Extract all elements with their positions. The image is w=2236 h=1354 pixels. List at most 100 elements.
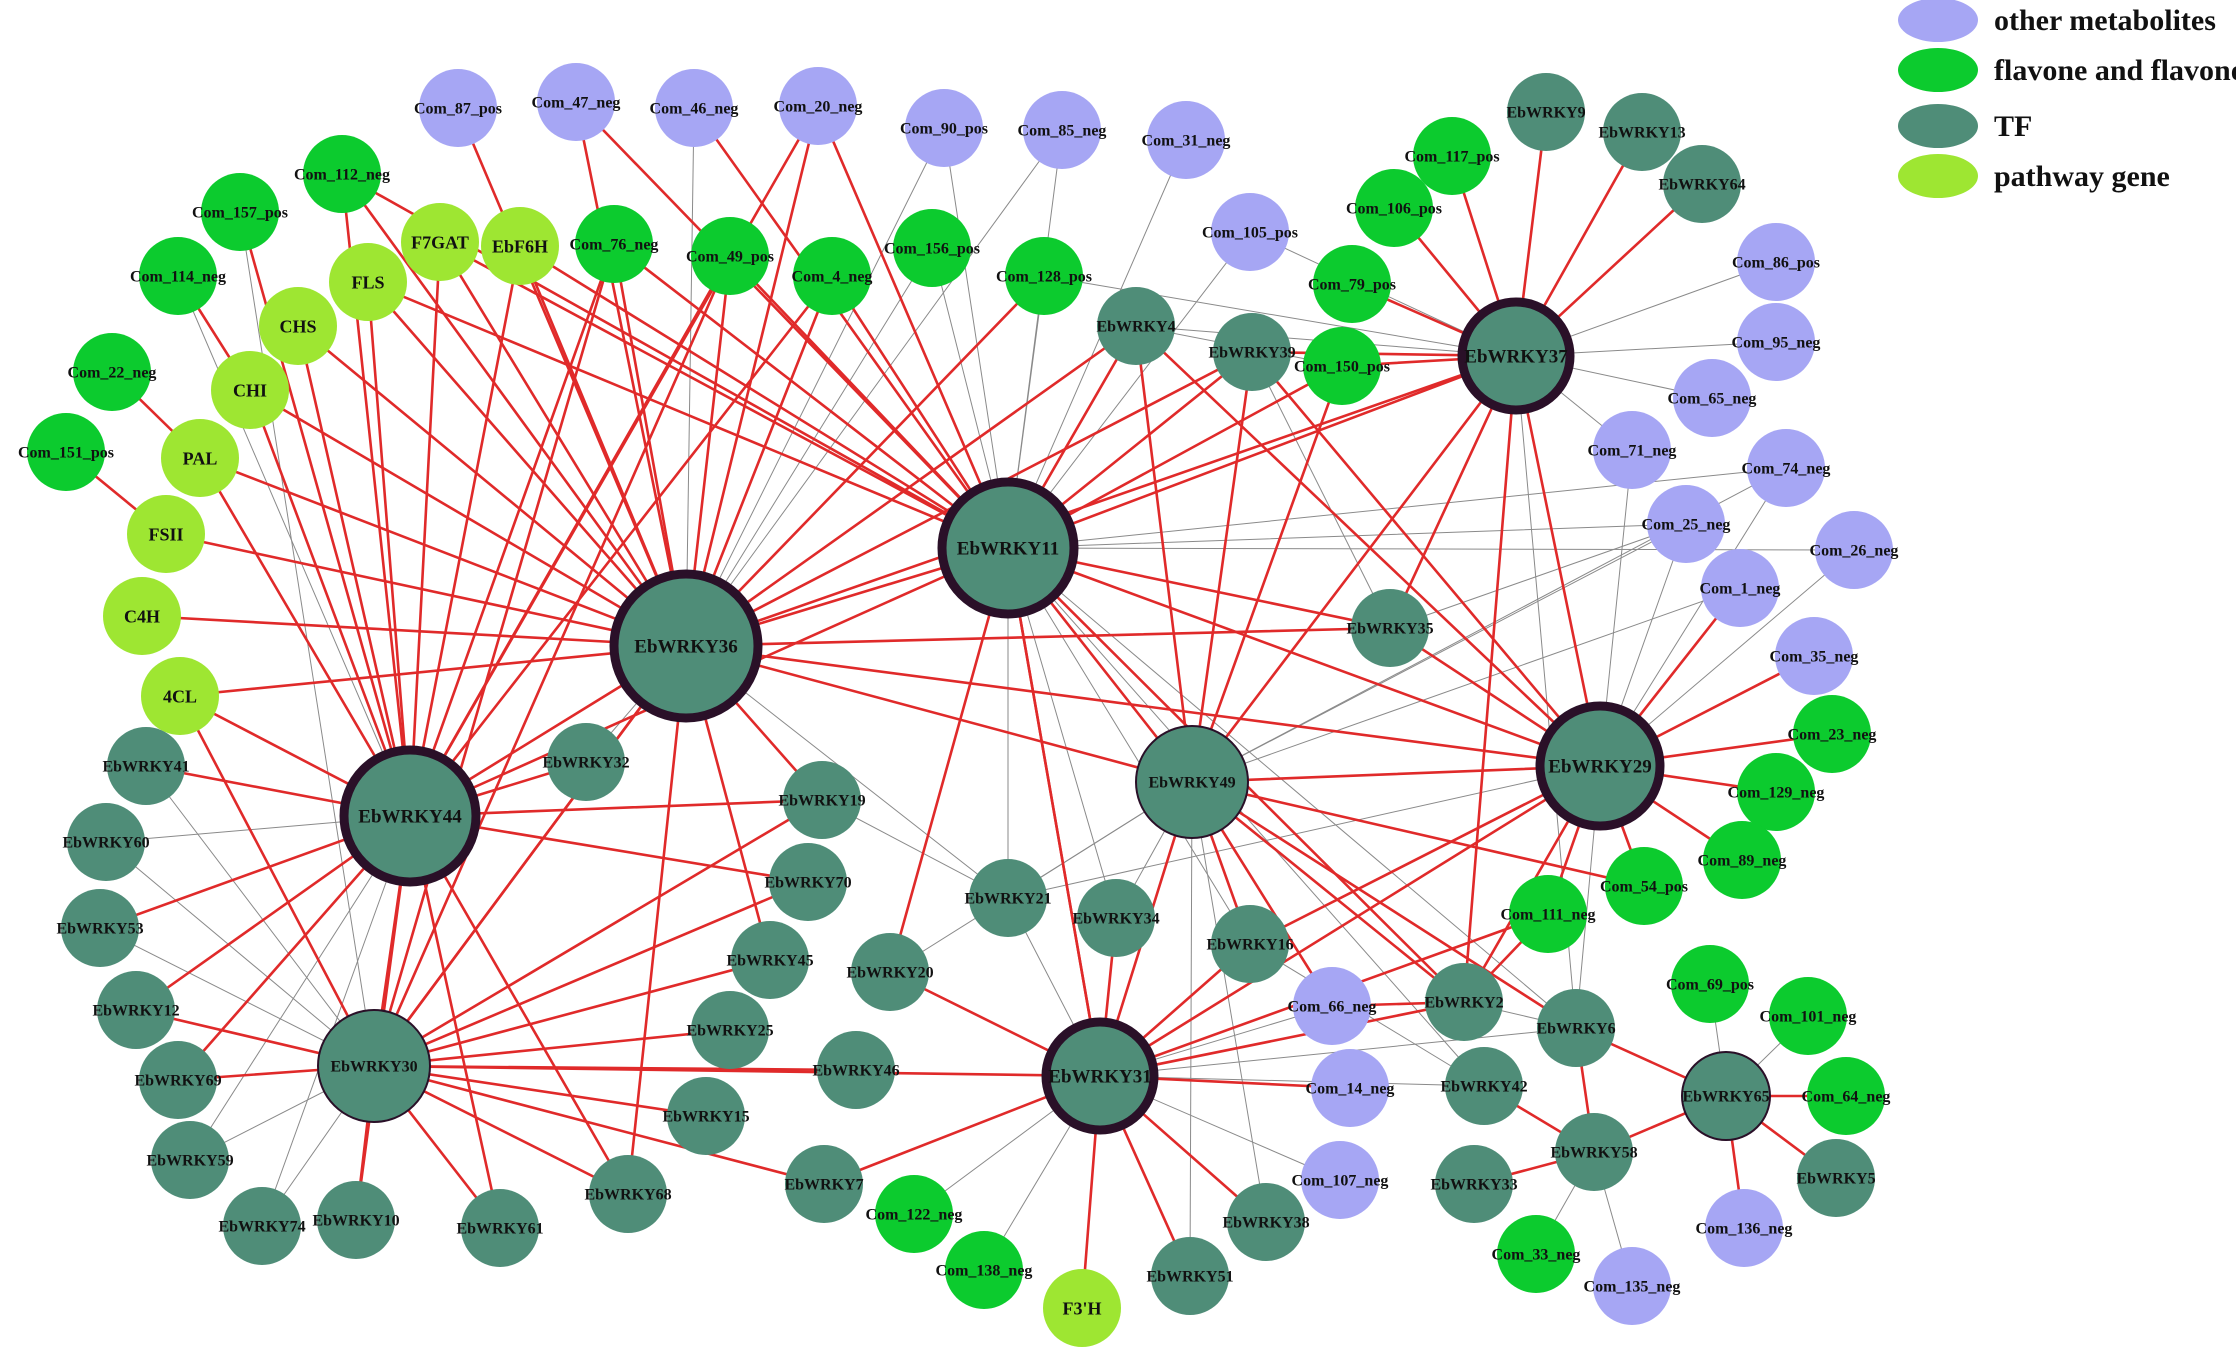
node-circle	[1673, 359, 1751, 437]
node-com-117-pos: Com_117_pos	[1404, 117, 1500, 195]
node-circle	[67, 803, 145, 881]
node-circle	[547, 723, 625, 801]
node-label: EbWRKY33	[1430, 1177, 1517, 1194]
node-ebwrky65: EbWRKY65	[1681, 1051, 1771, 1141]
node-com-49-pos: Com_49_pos	[686, 217, 774, 295]
node-circle	[1211, 193, 1289, 271]
node-circle	[731, 921, 809, 999]
red-edge-ebwrky44-fls	[366, 280, 412, 818]
node-ebwrky49: EbWRKY49	[1135, 725, 1249, 839]
node-circle	[1671, 945, 1749, 1023]
red-edge-ebwrky11-com-46-neg	[692, 106, 1010, 550]
node-circle	[1509, 875, 1587, 953]
red-edge-ebwrky11-com-20-neg	[816, 104, 1010, 550]
node-circle	[329, 243, 407, 321]
node-circle	[1807, 1057, 1885, 1135]
node-com-22-neg: Com_22_neg	[68, 333, 156, 411]
node-ebwrky37: EbWRKY37	[1457, 297, 1575, 415]
node-label: Com_69_pos	[1666, 977, 1754, 994]
node-ebwrky30: EbWRKY30	[317, 1009, 431, 1123]
node-circle	[783, 761, 861, 839]
node-ebwrky45: EbWRKY45	[726, 921, 814, 999]
node-circle	[691, 217, 769, 295]
node-ebwrky64: EbWRKY64	[1658, 145, 1746, 223]
node-label: EbWRKY10	[312, 1213, 399, 1230]
node-label: Com_136_neg	[1696, 1221, 1793, 1238]
red-edge-ebwrky37-ebwrky49	[1190, 354, 1518, 784]
node-com-65-neg: Com_65_neg	[1668, 359, 1756, 437]
node-circle	[259, 287, 337, 365]
grey-edge-ebwrky35-ebwrky39	[1251, 351, 1391, 629]
node-ebwrky36: EbWRKY36	[609, 569, 763, 723]
node-ebwrky25: EbWRKY25	[686, 991, 774, 1069]
node-label: Com_86_pos	[1732, 255, 1820, 272]
grey-edge-ebwrky44-ebwrky74	[261, 815, 411, 1227]
node-circle	[655, 69, 733, 147]
node-com-31-neg: Com_31_neg	[1142, 101, 1230, 179]
grey-edge-ebwrky11-com-25-neg	[1007, 523, 1687, 549]
node-circle	[1147, 101, 1225, 179]
node-ebwrky68: EbWRKY68	[584, 1155, 672, 1233]
node-com-20-neg: Com_20_neg	[774, 67, 862, 145]
node-circle	[103, 577, 181, 655]
red-edge-ebwrky30-ebwrky36	[372, 644, 688, 1068]
node-circle	[1537, 989, 1615, 1067]
grey-edge-ebwrky11-ebwrky16	[1007, 547, 1251, 945]
node-label: EbF6H	[492, 236, 548, 256]
node-label: CHS	[279, 316, 316, 336]
node-label: EbWRKY20	[846, 965, 933, 982]
red-edge-ebwrky49-ebwrky39	[1190, 350, 1254, 784]
node-fsii: FSII	[127, 495, 205, 573]
node-label: Com_111_neg	[1500, 907, 1595, 924]
node-circle	[1301, 1141, 1379, 1219]
node-label: Com_101_neg	[1760, 1009, 1857, 1026]
node-circle	[303, 135, 381, 213]
node-com-151-pos: Com_151_pos	[18, 413, 114, 491]
node-circle	[201, 173, 279, 251]
red-edge-ebwrky30-ebwrky19	[372, 798, 824, 1068]
node-label: Com_79_pos	[1308, 277, 1396, 294]
node-com-46-neg: Com_46_neg	[650, 69, 738, 147]
red-edge-ebwrky44-f7gat	[408, 240, 442, 818]
node-label: EbWRKY65	[1682, 1089, 1769, 1106]
node-ebwrky2: EbWRKY2	[1424, 963, 1504, 1041]
node-com-86-pos: Com_86_pos	[1732, 223, 1820, 301]
node-com-26-neg: Com_26_neg	[1810, 511, 1898, 589]
node-pal: PAL	[161, 419, 239, 497]
node-circle	[1705, 1189, 1783, 1267]
node-circle	[1041, 1017, 1159, 1135]
node-label: Com_128_pos	[996, 269, 1092, 286]
red-edge-ebwrky49-ebwrky4	[1134, 324, 1194, 784]
node-com-114-neg: Com_114_neg	[130, 237, 226, 315]
node-com-106-pos: Com_106_pos	[1346, 169, 1442, 247]
node-circle	[1135, 725, 1249, 839]
node-label: EbWRKY69	[134, 1073, 221, 1090]
node-ebwrky11: EbWRKY11	[937, 477, 1079, 619]
node-circle	[937, 477, 1079, 619]
node-com-35-neg: Com_35_neg	[1770, 617, 1858, 695]
node-label: Com_14_neg	[1306, 1081, 1395, 1098]
red-edge-ebwrky49-com-54-pos	[1190, 780, 1646, 888]
node-ebwrky4: EbWRKY4	[1096, 287, 1176, 365]
node-label: Com_33_neg	[1492, 1247, 1581, 1264]
node-label: EbWRKY16	[1206, 937, 1293, 954]
legend-item-flav: flavone and flavonol	[1898, 48, 2236, 92]
node-circle	[1425, 963, 1503, 1041]
node-circle	[161, 419, 239, 497]
red-edge-ebwrky30-ebwrky25	[372, 1028, 732, 1068]
node-label: Com_114_neg	[130, 269, 226, 286]
node-circle	[1815, 511, 1893, 589]
node-circle	[817, 1031, 895, 1109]
node-label: CHI	[233, 380, 267, 400]
node-label: Com_1_neg	[1700, 581, 1781, 598]
node-ebwrky46: EbWRKY46	[812, 1031, 900, 1109]
node-label: F7GAT	[411, 232, 469, 252]
node-com-85-neg: Com_85_neg	[1018, 91, 1106, 169]
node-label: EbWRKY2	[1424, 995, 1503, 1012]
node-circle	[141, 657, 219, 735]
node-label: Com_89_neg	[1698, 853, 1787, 870]
node-circle	[537, 63, 615, 141]
red-edge-ebwrky36-com-20-neg	[684, 104, 820, 648]
